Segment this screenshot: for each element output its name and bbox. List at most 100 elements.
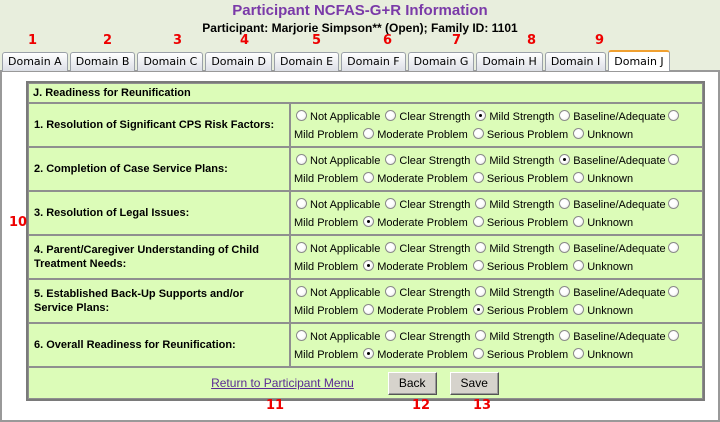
radio-not-applicable[interactable] — [296, 286, 307, 297]
radio-mild-strength[interactable] — [475, 198, 487, 209]
radio-label: Mild Problem — [294, 173, 359, 185]
radio-label: Unknown — [587, 173, 634, 185]
radio-mild-strength[interactable] — [475, 330, 487, 341]
tab-domain-a[interactable]: Domain A — [2, 52, 68, 71]
radio-not-applicable[interactable] — [296, 198, 307, 209]
radio-mild-problem[interactable] — [667, 330, 679, 341]
tab-domain-f[interactable]: Domain F — [341, 52, 406, 71]
radio-moderate-problem[interactable] — [363, 216, 375, 227]
radio-label: Moderate Problem — [377, 129, 468, 141]
radio-clear-strength[interactable] — [385, 110, 397, 121]
radio-unknown[interactable] — [573, 172, 585, 183]
tab-domain-d[interactable]: Domain D — [205, 52, 272, 71]
callout-1: 1 — [28, 33, 38, 48]
back-button[interactable]: Back — [387, 371, 437, 395]
radio-label: Clear Strength — [399, 331, 471, 343]
return-to-participant-menu-link[interactable]: Return to Participant Menu — [211, 376, 354, 390]
radio-unknown[interactable] — [573, 348, 585, 359]
radio-label: Baseline/Adequate — [573, 155, 666, 167]
question-row: 2. Completion of Case Service Plans:Not … — [28, 147, 703, 191]
radio-label: Serious Problem — [486, 129, 569, 141]
tab-domain-b[interactable]: Domain B — [69, 52, 136, 71]
radio-label: Moderate Problem — [377, 217, 468, 229]
radio-unknown[interactable] — [573, 304, 585, 315]
radio-serious-problem[interactable] — [472, 260, 484, 271]
radio-label: Clear Strength — [399, 287, 471, 299]
rating-options: Not Applicable Clear Strength Mild Stren… — [290, 147, 703, 191]
radio-serious-problem[interactable] — [472, 128, 484, 139]
radio-label: Serious Problem — [486, 261, 569, 273]
radio-baseline-adequate[interactable] — [559, 330, 571, 341]
tab-domain-h[interactable]: Domain H — [476, 52, 543, 71]
radio-unknown[interactable] — [573, 260, 585, 271]
page-title: Participant NCFAS-G+R Information — [232, 2, 488, 19]
radio-label: Baseline/Adequate — [573, 199, 666, 211]
radio-clear-strength[interactable] — [385, 198, 397, 209]
radio-label: Serious Problem — [486, 173, 569, 185]
radio-label: Mild Problem — [294, 261, 359, 273]
radio-label: Unknown — [587, 305, 634, 317]
radio-not-applicable[interactable] — [296, 242, 307, 253]
radio-baseline-adequate[interactable] — [559, 110, 571, 121]
radio-mild-problem[interactable] — [667, 286, 679, 297]
radio-mild-problem[interactable] — [667, 110, 679, 121]
radio-moderate-problem[interactable] — [363, 304, 375, 315]
radio-mild-problem[interactable] — [667, 242, 679, 253]
radio-label: Not Applicable — [310, 331, 381, 343]
radio-label: Mild Strength — [489, 111, 555, 123]
radio-label: Baseline/Adequate — [573, 331, 666, 343]
radio-label: Serious Problem — [486, 217, 569, 229]
callout-10: 10 — [9, 215, 28, 230]
radio-not-applicable[interactable] — [296, 330, 307, 341]
radio-moderate-problem[interactable] — [363, 128, 375, 139]
radio-moderate-problem[interactable] — [363, 260, 375, 271]
radio-baseline-adequate[interactable] — [559, 154, 571, 165]
radio-serious-problem[interactable] — [472, 348, 484, 359]
radio-clear-strength[interactable] — [385, 330, 397, 341]
radio-mild-strength[interactable] — [475, 242, 487, 253]
radio-mild-strength[interactable] — [475, 110, 487, 121]
callout-9: 9 — [595, 33, 605, 48]
radio-label: Moderate Problem — [377, 349, 468, 361]
tab-domain-j[interactable]: Domain J — [608, 50, 670, 71]
radio-serious-problem[interactable] — [472, 172, 484, 183]
callout-2: 2 — [103, 33, 113, 48]
tab-domain-g[interactable]: Domain G — [407, 52, 475, 71]
tab-domain-e[interactable]: Domain E — [273, 52, 340, 71]
radio-unknown[interactable] — [573, 128, 585, 139]
radio-moderate-problem[interactable] — [363, 348, 375, 359]
radio-clear-strength[interactable] — [385, 286, 397, 297]
radio-mild-strength[interactable] — [475, 154, 487, 165]
radio-label: Not Applicable — [310, 243, 381, 255]
tab-domain-c[interactable]: Domain C — [137, 52, 204, 71]
section-title: J. Readiness for Reunification — [28, 83, 703, 103]
callout-6: 6 — [383, 33, 393, 48]
radio-clear-strength[interactable] — [385, 154, 397, 165]
question-label: 4. Parent/Caregiver Understanding of Chi… — [28, 235, 290, 279]
radio-serious-problem[interactable] — [472, 216, 484, 227]
radio-mild-problem[interactable] — [667, 198, 679, 209]
radio-mild-problem[interactable] — [667, 154, 679, 165]
radio-label: Not Applicable — [310, 199, 381, 211]
radio-moderate-problem[interactable] — [363, 172, 375, 183]
radio-baseline-adequate[interactable] — [559, 286, 571, 297]
tab-domain-i[interactable]: Domain I — [544, 52, 607, 71]
radio-label: Unknown — [587, 261, 634, 273]
radio-baseline-adequate[interactable] — [559, 242, 571, 253]
radio-baseline-adequate[interactable] — [559, 198, 571, 209]
radio-serious-problem[interactable] — [472, 304, 484, 315]
radio-unknown[interactable] — [573, 216, 585, 227]
radio-clear-strength[interactable] — [385, 242, 397, 253]
save-button[interactable]: Save — [449, 371, 499, 395]
radio-label: Baseline/Adequate — [573, 243, 666, 255]
radio-not-applicable[interactable] — [296, 110, 307, 121]
radio-label: Not Applicable — [310, 111, 381, 123]
callout-11: 11 — [266, 398, 285, 413]
radio-label: Not Applicable — [310, 287, 381, 299]
radio-label: Moderate Problem — [377, 261, 468, 273]
radio-label: Mild Strength — [489, 287, 555, 299]
radio-not-applicable[interactable] — [296, 154, 307, 165]
radio-mild-strength[interactable] — [475, 286, 487, 297]
question-row: 4. Parent/Caregiver Understanding of Chi… — [28, 235, 703, 279]
callout-4: 4 — [240, 33, 250, 48]
